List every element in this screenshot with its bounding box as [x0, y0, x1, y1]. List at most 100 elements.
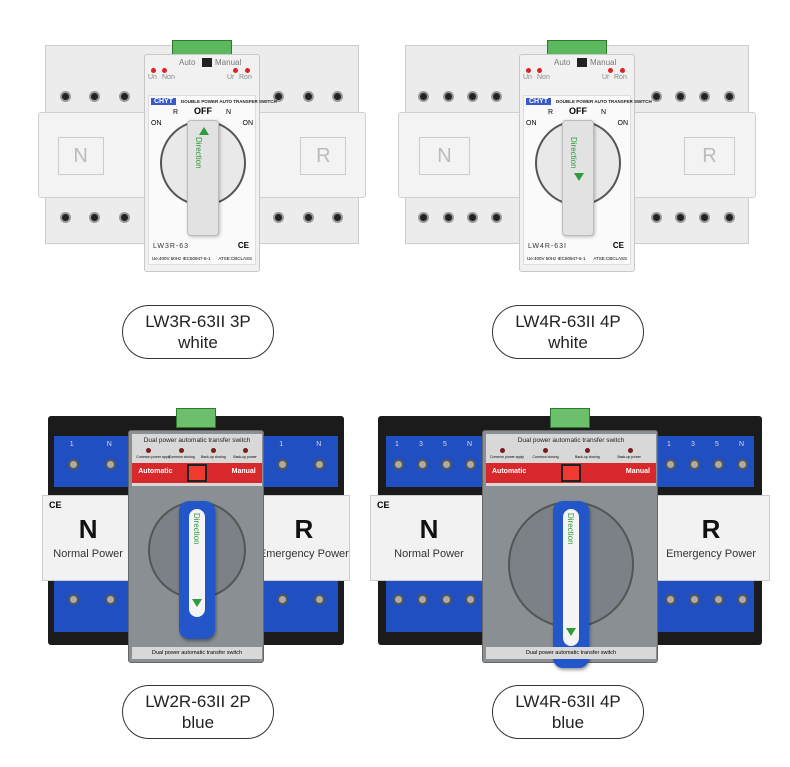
switch-title: DOUBLE POWER AUTO TRANSFER SWITCH — [181, 99, 277, 104]
direction-label: Direction — [194, 137, 203, 169]
plate-text-normal-power: Normal Power — [394, 547, 464, 560]
position-off: OFF — [569, 106, 587, 116]
plate-letter-r: R — [701, 513, 721, 544]
terminal-screw — [651, 211, 663, 223]
module-bottom-title: Dual power automatic transfer switch — [486, 647, 656, 659]
terminal-screw — [277, 459, 289, 470]
module-title: Dual power automatic transfer switch — [143, 437, 251, 444]
indicator-led — [162, 68, 167, 73]
indicator-led — [542, 448, 548, 453]
label-manual: Manual — [215, 58, 242, 67]
terminal-strip-top-left — [54, 436, 129, 488]
terminal-strip-bottom-right — [658, 581, 754, 633]
terminal-screw — [417, 594, 428, 606]
terminal-screw — [689, 594, 700, 606]
terminal-screw — [277, 594, 289, 606]
terminal-number: N — [316, 441, 322, 449]
brand-logo: CHYT — [151, 98, 177, 105]
spec-text: Ue:400V 50Hz IEC60947-6-1 — [152, 256, 211, 261]
terminal-number: N — [467, 441, 473, 449]
terminal-screw — [699, 211, 711, 223]
terminal-screw — [689, 459, 700, 470]
terminal-screw — [314, 459, 326, 470]
terminal-number: 5 — [443, 441, 447, 449]
plate-text-normal-power: Normal Power — [53, 547, 123, 560]
module-bottom-title: Dual power automatic transfer switch — [132, 647, 262, 659]
indicator-led — [151, 68, 156, 73]
indicator-led — [146, 448, 152, 453]
terminal-number: 1 — [667, 441, 671, 449]
terminal-screw — [417, 459, 428, 470]
terminal-screw — [67, 594, 79, 606]
indicator-led — [620, 68, 625, 73]
auto-manual-rocker-switch[interactable] — [561, 464, 581, 482]
terminal-screw — [490, 211, 502, 223]
indicator-led — [210, 448, 216, 453]
terminal-screw — [59, 91, 71, 103]
terminal-screw — [737, 459, 748, 470]
direction-arrow-icon — [574, 173, 584, 181]
position-r: R — [548, 109, 554, 116]
control-module: Dual power automatic transfer switch Comm… — [482, 430, 658, 668]
indicator-label: Back-up closing — [200, 455, 226, 459]
plate-text-emergency-power: Emergency Power — [258, 547, 349, 560]
indicator-led — [178, 448, 184, 453]
rotary-handle-blue[interactable]: Direction — [178, 501, 215, 639]
terminal-strip-bottom-left — [386, 581, 482, 633]
terminal-screw — [314, 594, 326, 606]
direction-strip — [188, 509, 205, 617]
indicator-label: Common closing — [532, 455, 559, 459]
terminal-strip-bottom-left — [54, 581, 129, 633]
indicator-led — [608, 68, 613, 73]
auto-manual-rocker-switch[interactable] — [186, 464, 207, 482]
model-name: LW4R-63II 4P — [515, 312, 621, 331]
terminal-number: 1 — [279, 441, 284, 449]
terminal-screw — [302, 91, 314, 103]
terminal-number: 3 — [419, 441, 423, 449]
rotary-handle[interactable]: Direction — [187, 120, 219, 237]
auto-manual-switch[interactable] — [577, 58, 587, 67]
indicator-led — [526, 68, 531, 73]
terminal-screw — [332, 91, 344, 103]
terminal-screw — [118, 211, 130, 223]
plate-letter-r: R — [294, 513, 314, 544]
terminal-screw — [59, 211, 71, 223]
terminal-screw — [466, 211, 478, 223]
indicator-label: Back-up closing — [575, 455, 600, 459]
terminal-screw — [713, 594, 724, 606]
direction-label: Direction — [191, 513, 201, 545]
terminal-screw — [441, 459, 452, 470]
ce-mark: CE — [49, 499, 62, 510]
indicator-label: Back-up power — [233, 455, 257, 459]
indicator-led — [500, 448, 505, 453]
terminal-number: N — [739, 441, 745, 449]
auto-manual-switch[interactable] — [202, 58, 212, 67]
rotary-handle[interactable]: Direction — [562, 120, 594, 237]
rotary-handle-blue[interactable]: Direction — [553, 501, 589, 668]
terminal-screw — [104, 594, 116, 606]
indicator-led — [245, 68, 250, 73]
label-manual: Manual — [590, 58, 617, 67]
terminal-screw — [273, 211, 285, 223]
terminal-screw — [737, 594, 748, 606]
terminal-screw — [465, 459, 476, 470]
ce-mark: CE — [377, 499, 390, 510]
label-auto: Auto — [554, 58, 571, 67]
terminal-screw — [699, 91, 711, 103]
terminal-screw — [118, 91, 130, 103]
direction-arrow-icon — [199, 127, 209, 135]
terminal-screw — [675, 91, 687, 103]
label-ron: Ron — [239, 74, 252, 81]
terminal-screw — [675, 211, 687, 223]
